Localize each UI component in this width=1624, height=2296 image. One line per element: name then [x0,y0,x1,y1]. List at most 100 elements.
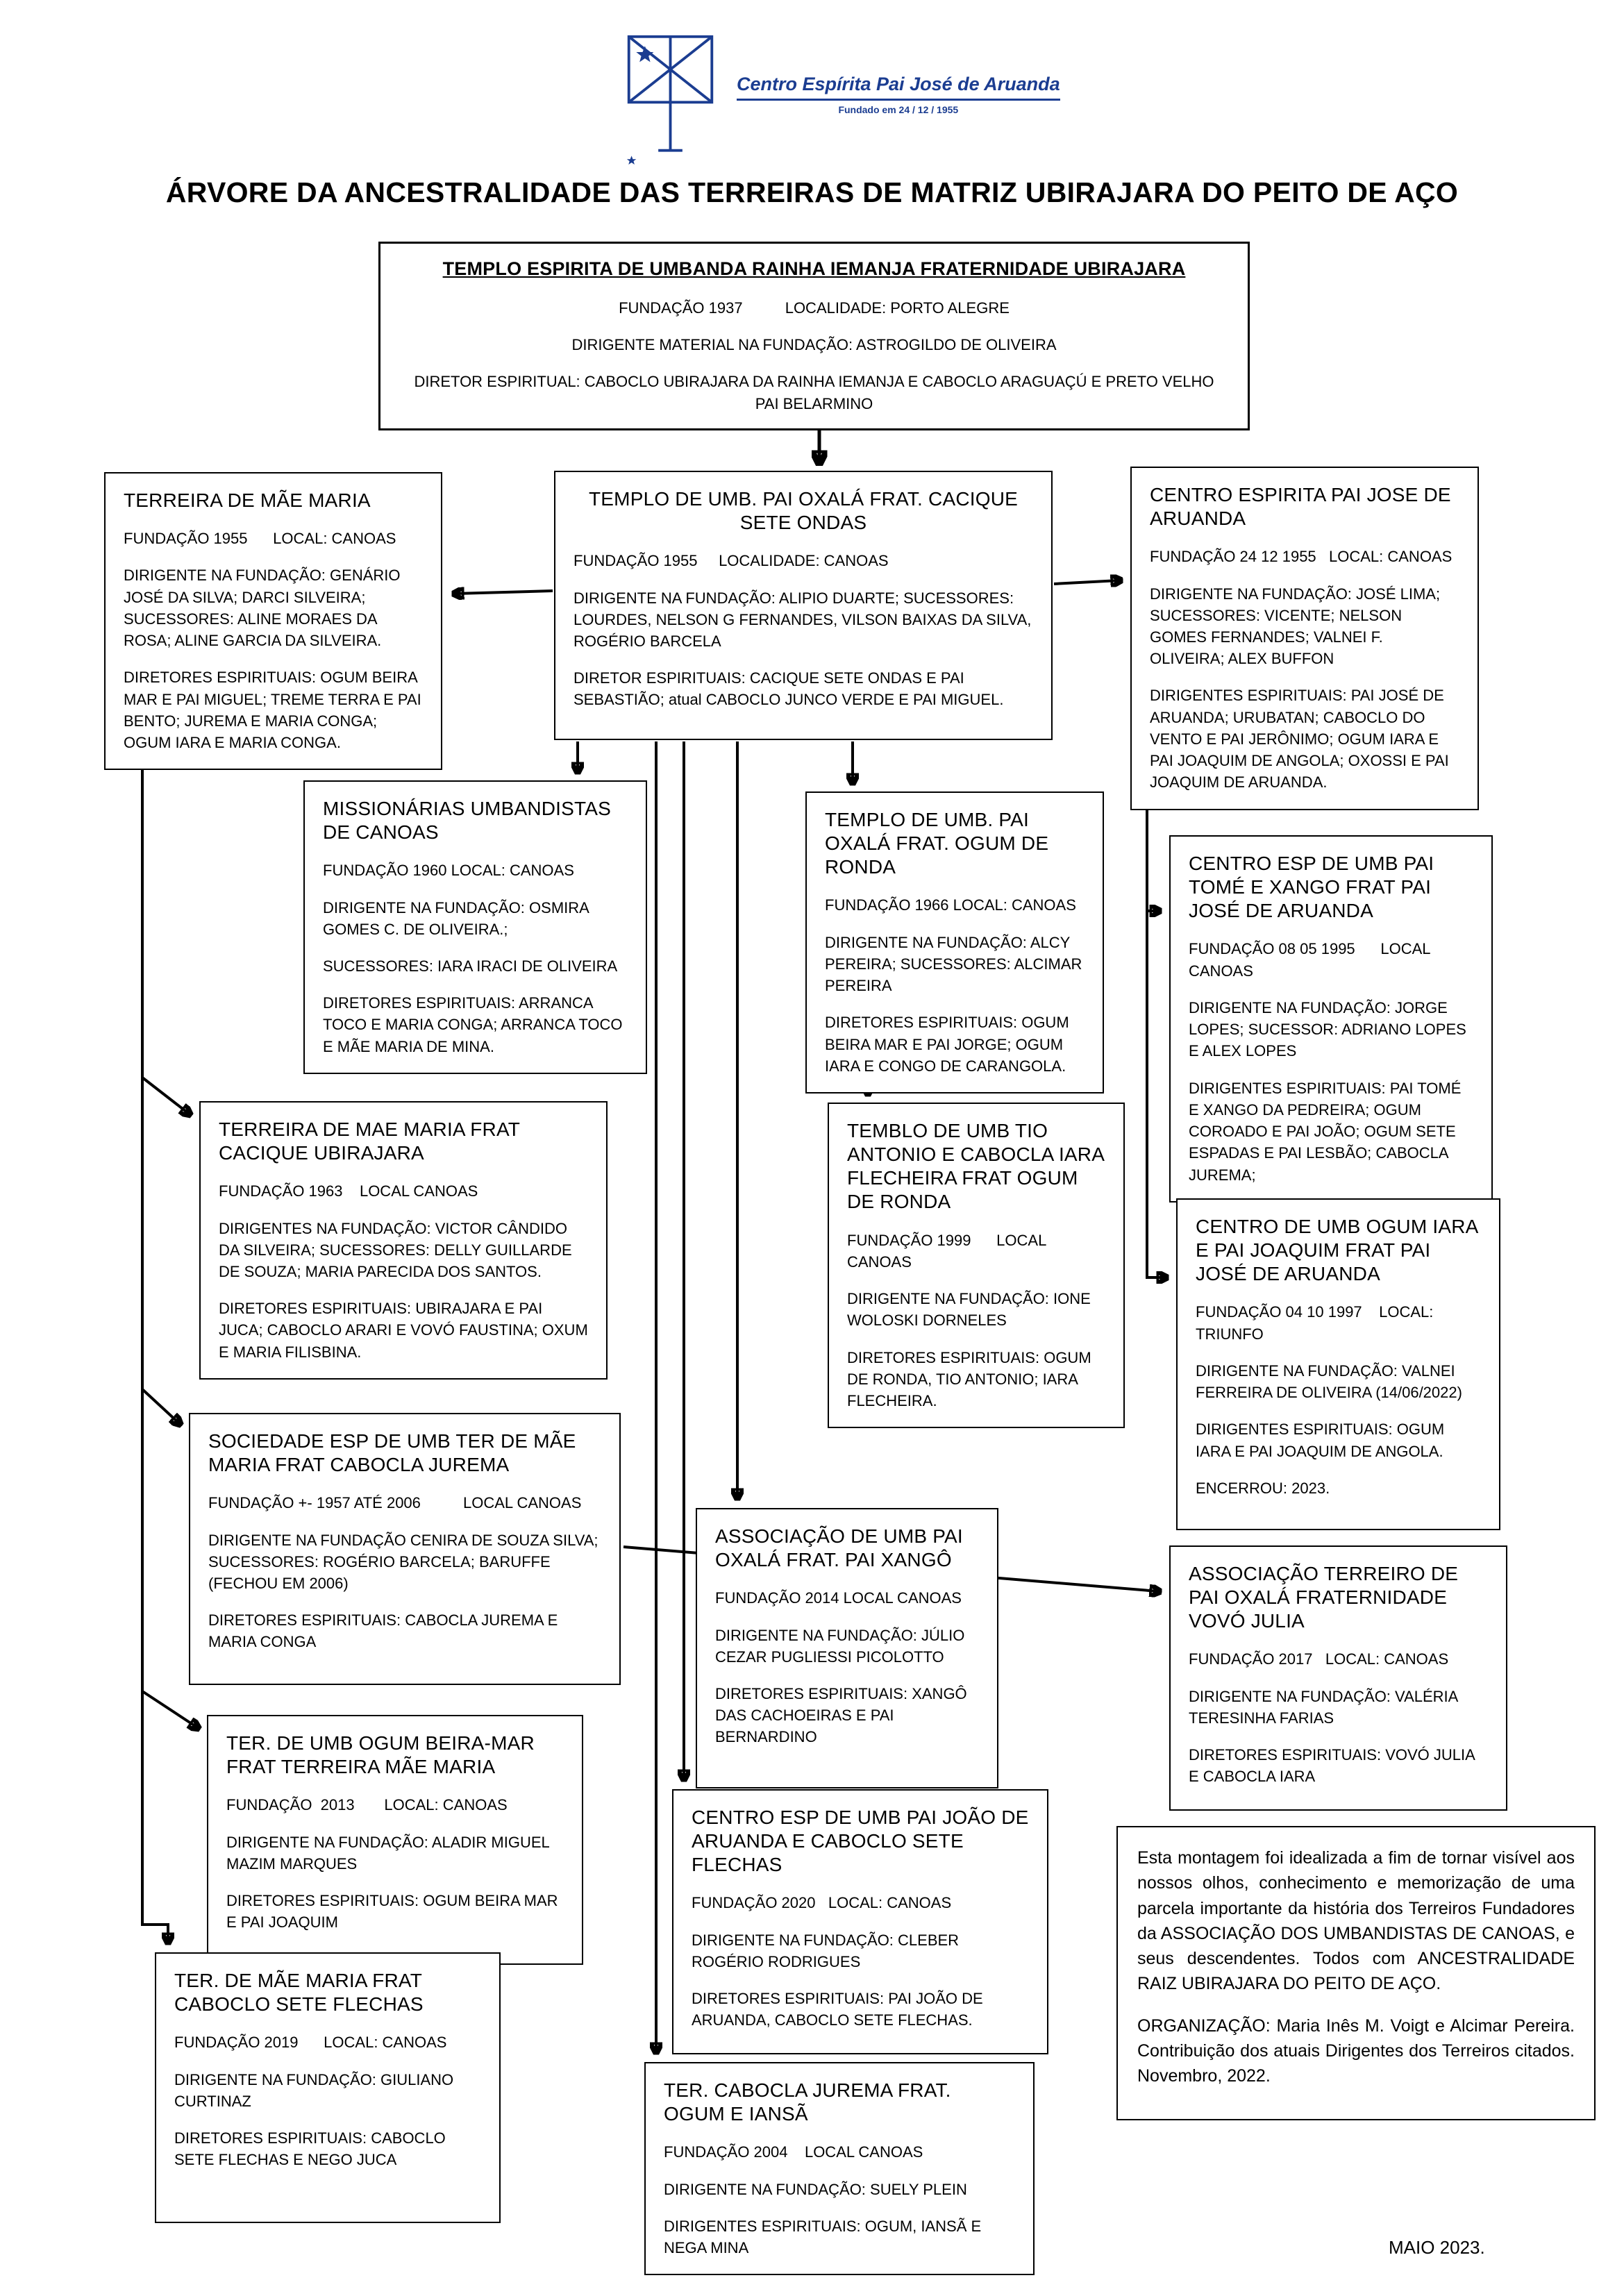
node-line: DIRIGENTE NA FUNDAÇÃO: JÚLIO CEZAR PUGLI… [715,1626,969,1666]
node-line: DIRETORES ESPIRITUAIS: CABOCLA JUREMA E … [208,1611,562,1651]
node-line: FUNDAÇÃO 2013 LOCAL: CANOAS [226,1796,508,1814]
node-line: DIRIGENTE NA FUNDAÇÃO: ALCY PEREIRA; SUC… [825,933,1087,995]
arrow-cacique-to-terreira-mae-maria [455,591,553,594]
node-line: DIRIGENTE NA FUNDAÇÃO: SUELY PLEIN [664,2180,967,2198]
node-associacao-vovo-julia: ASSOCIAÇÃO TERREIRO DE PAI OXALÁ FRATERN… [1169,1545,1507,1811]
node-line: DIRETOR ESPIRITUAIS: CACIQUE SETE ONDAS … [574,669,1004,709]
node-line: DIRETORES ESPIRITUAIS: UBIRAJARA E PAI J… [219,1300,592,1361]
node-line: FUNDAÇÃO 1963 LOCAL CANOAS [219,1182,478,1200]
node-line: DIRIGENTE NA FUNDAÇÃO CENIRA DE SOUZA SI… [208,1531,603,1593]
node-title: TEMPLO DE UMB. PAI OXALÁ FRAT. OGUM DE R… [825,809,1049,878]
arrow-cacique-to-centro-pai-jose [1053,580,1119,584]
node-centro-pai-tome-xango: CENTRO ESP DE UMB PAI TOMÉ E XANGO FRAT … [1169,835,1493,1203]
note-paragraph: Esta montagem foi idealizada a fim de to… [1137,1848,1580,1994]
date-caption: MAIO 2023. [1389,2237,1485,2258]
node-line: FUNDAÇÃO 08 05 1995 LOCAL CANOAS [1189,940,1434,980]
node-associacao-frat-pai-xango: ASSOCIAÇÃO DE UMB PAI OXALÁ FRAT. PAI XA… [696,1508,998,1788]
node-centro-espirita-pai-jose: CENTRO ESPIRITA PAI JOSE DE ARUANDA FUND… [1130,467,1479,810]
node-line: FUNDAÇÃO 2004 LOCAL CANOAS [664,2143,923,2161]
node-line: DIRIGENTES ESPIRITUAIS: PAI JOSÉ DE ARUA… [1150,687,1453,791]
node-line: DIRIGENTE NA FUNDAÇÃO: GIULIANO CURTINAZ [174,2070,458,2110]
logo-org-name: Centro Espírita Pai José de Aruanda [737,74,1060,101]
node-line: DIRETORES ESPIRITUAIS: ARRANCA TOCO E MA… [323,994,627,1055]
node-title: MISSIONÁRIAS UMBANDISTAS DE CANOAS [323,798,612,844]
node-title: CENTRO ESP DE UMB PAI TOMÉ E XANGO FRAT … [1189,853,1434,922]
note-box: Esta montagem foi idealizada a fim de to… [1116,1826,1596,2120]
node-line: DIRIGENTES ESPIRITUAIS: OGUM, IANSÃ E NE… [664,2217,986,2257]
node-terreiro-ogum-beira-mar: TER. DE UMB OGUM BEIRA-MAR FRAT TERREIRA… [207,1715,583,1965]
node-line: FUNDAÇÃO 2014 LOCAL CANOAS [715,1589,962,1607]
node-line: DIRIGENTES NA FUNDAÇÃO: VICTOR CÂNDIDO D… [219,1219,576,1281]
node-title: TER. DE UMB OGUM BEIRA-MAR FRAT TERREIRA… [226,1732,535,1778]
node-line: DIRIGENTE NA FUNDAÇÃO: IONE WOLOSKI DORN… [847,1290,1095,1330]
node-title: TER. DE MÃE MARIA FRAT CABOCLO SETE FLEC… [174,1970,424,2016]
node-line: DIRIGENTE NA FUNDAÇÃO: ALIPIO DUARTE; SU… [574,589,1036,651]
node-title: ASSOCIAÇÃO TERREIRO DE PAI OXALÁ FRATERN… [1189,1563,1459,1632]
node-line: DIRIGENTE MATERIAL NA FUNDAÇÃO: ASTROGIL… [571,336,1057,354]
node-line: FUNDAÇÃO 1937 LOCALIDADE: PORTO ALEGRE [619,299,1010,317]
node-line: DIRETOR ESPIRITUAL: CABOCLO UBIRAJARA DA… [414,373,1219,412]
page-title: ÁRVORE DA ANCESTRALIDADE DAS TERREIRAS D… [165,176,1459,208]
node-title: TEMPLO ESPIRITA DE UMBANDA RAINHA IEMANJ… [442,258,1186,279]
node-centro-ogum-iara-pai-joaquim: CENTRO DE UMB OGUM IARA E PAI JOAQUIM FR… [1176,1198,1500,1530]
node-templo-tio-antonio-iara-flecheira: TEMBLO DE UMB TIO ANTONIO E CABOCLA IARA… [828,1103,1125,1429]
node-line: FUNDAÇÃO 1966 LOCAL: CANOAS [825,896,1076,914]
node-line: DIRIGENTE NA FUNDAÇÃO: JORGE LOPES; SUCE… [1189,998,1471,1060]
node-line: DIRETORES ESPIRITUAIS: XANGÔ DAS CACHOEI… [715,1685,971,1746]
node-line: FUNDAÇÃO 1960 LOCAL: CANOAS [323,862,574,880]
header-logo: Centro Espírita Pai José de Aruanda Fund… [623,31,1060,166]
node-line: DIRETORES ESPIRITUAIS: VOVÓ JULIA E CABO… [1189,1746,1479,1786]
node-line: FUNDAÇÃO 24 12 1955 LOCAL: CANOAS [1150,548,1453,566]
node-centro-pai-joao-de-aruanda: CENTRO ESP DE UMB PAI JOÃO DE ARUANDA E … [672,1789,1048,2054]
node-line: FUNDAÇÃO 1955 LOCALIDADE: CANOAS [574,552,889,570]
node-title: TERREIRA DE MÃE MARIA [124,489,371,511]
node-title: SOCIEDADE ESP DE UMB TER DE MÃE MARIA FR… [208,1430,576,1476]
node-line: FUNDAÇÃO 1999 LOCAL CANOAS [847,1231,1050,1271]
node-line: DIRETORES ESPIRITUAIS: OGUM BEIRA MAR E … [825,1014,1073,1075]
node-line: DIRIGENTES ESPIRITUAIS: PAI TOMÉ E XANGO… [1189,1079,1466,1184]
arrow-spine-to-frat-cacique-ubirajara [141,1076,189,1114]
node-line: DIRETORES ESPIRITUAIS: OGUM BEIRA MAR E … [226,1892,562,1932]
node-line: DIRIGENTES ESPIRITUAIS: OGUM IARA E PAI … [1196,1421,1449,1460]
node-missionarias-umbandistas: MISSIONÁRIAS UMBANDISTAS DE CANOAS FUNDA… [303,780,647,1074]
logo-flag-icon [626,35,714,165]
note-paragraph: ORGANIZAÇÃO: Maria Inês M. Voigt e Alcim… [1137,2016,1623,2086]
node-terreira-de-mae-maria: TERREIRA DE MÃE MARIA FUNDAÇÃO 1955 LOCA… [104,472,442,771]
node-templo-rainha-iemanja: TEMPLO ESPIRITA DE UMBANDA RAINHA IEMANJ… [378,242,1250,430]
node-title: TEMPLO DE UMB. PAI OXALÁ FRAT. CACIQUE S… [588,488,1018,534]
node-templo-cacique-sete-ondas: TEMPLO DE UMB. PAI OXALÁ FRAT. CACIQUE S… [554,471,1053,740]
node-line: DIRETORES ESPIRITUAIS: OGUM DE RONDA, TI… [847,1348,1096,1410]
node-sociedade-frat-cabocla-jurema: SOCIEDADE ESP DE UMB TER DE MÃE MARIA FR… [189,1413,621,1685]
node-line: FUNDAÇÃO 2019 LOCAL: CANOAS [174,2034,447,2052]
arrow-spine-to-sociedade [141,1388,179,1423]
node-title: TER. CABOCLA JUREMA FRAT. OGUM E IANSÃ [664,2079,951,2125]
node-line: FUNDAÇÃO +- 1957 ATÉ 2006 LOCAL CANOAS [208,1494,582,1512]
node-line: FUNDAÇÃO 04 10 1997 LOCAL: TRIUNFO [1196,1303,1438,1343]
node-line: DIRETORES ESPIRITUAIS: OGUM BEIRA MAR E … [124,669,426,752]
node-terreiro-cabocla-jurema: TER. CABOCLA JUREMA FRAT. OGUM E IANSÃ F… [644,2062,1035,2276]
node-line: FUNDAÇÃO 2020 LOCAL: CANOAS [692,1894,952,1912]
logo-founded-date: Fundado em 24 / 12 / 1955 [838,104,959,115]
node-line: DIRIGENTE NA FUNDAÇÃO: JOSÉ LIMA; SUCESS… [1150,585,1445,668]
node-line: ENCERROU: 2023. [1196,1479,1330,1497]
node-title: TERREIRA DE MAE MARIA FRAT CACIQUE UBIRA… [219,1118,520,1164]
node-line: FUNDAÇÃO 1955 LOCAL: CANOAS [124,530,396,548]
node-line: DIRIGENTE NA FUNDAÇÃO: GENÁRIO JOSÉ DA S… [124,567,405,650]
node-title: TEMBLO DE UMB TIO ANTONIO E CABOCLA IARA… [847,1120,1104,1213]
node-line: DIRETORES ESPIRITUAIS: CABOCLO SETE FLEC… [174,2129,450,2169]
node-line: DIRIGENTE NA FUNDAÇÃO: CLEBER ROGÉRIO RO… [692,1931,964,1970]
node-line: FUNDAÇÃO 2017 LOCAL: CANOAS [1189,1650,1449,1668]
node-terreiro-caboclo-sete-flechas: TER. DE MÃE MARIA FRAT CABOCLO SETE FLEC… [155,1952,501,2223]
node-line: DIRIGENTE NA FUNDAÇÃO: VALÉRIA TERESINHA… [1189,1687,1462,1727]
node-line: DIRIGENTE NA FUNDAÇÃO: OSMIRA GOMES C. D… [323,898,593,938]
logo-text-block: Centro Espírita Pai José de Aruanda Fund… [737,74,1060,115]
node-terreira-frat-cacique-ubirajara: TERREIRA DE MAE MARIA FRAT CACIQUE UBIRA… [199,1101,608,1380]
node-title: ASSOCIAÇÃO DE UMB PAI OXALÁ FRAT. PAI XA… [715,1525,963,1571]
node-line: DIRIGENTE NA FUNDAÇÃO: VALNEI FERREIRA D… [1196,1361,1462,1402]
node-line: DIRIGENTE NA FUNDAÇÃO: ALADIR MIGUEL MAZ… [226,1833,554,1872]
arrow-centro-to-pai-tome [1146,803,1158,911]
node-title: CENTRO ESPIRITA PAI JOSE DE ARUANDA [1150,484,1451,530]
node-title: CENTRO DE UMB OGUM IARA E PAI JOAQUIM FR… [1196,1216,1477,1285]
arrow-centro-to-ogum-iara [1146,911,1165,1277]
